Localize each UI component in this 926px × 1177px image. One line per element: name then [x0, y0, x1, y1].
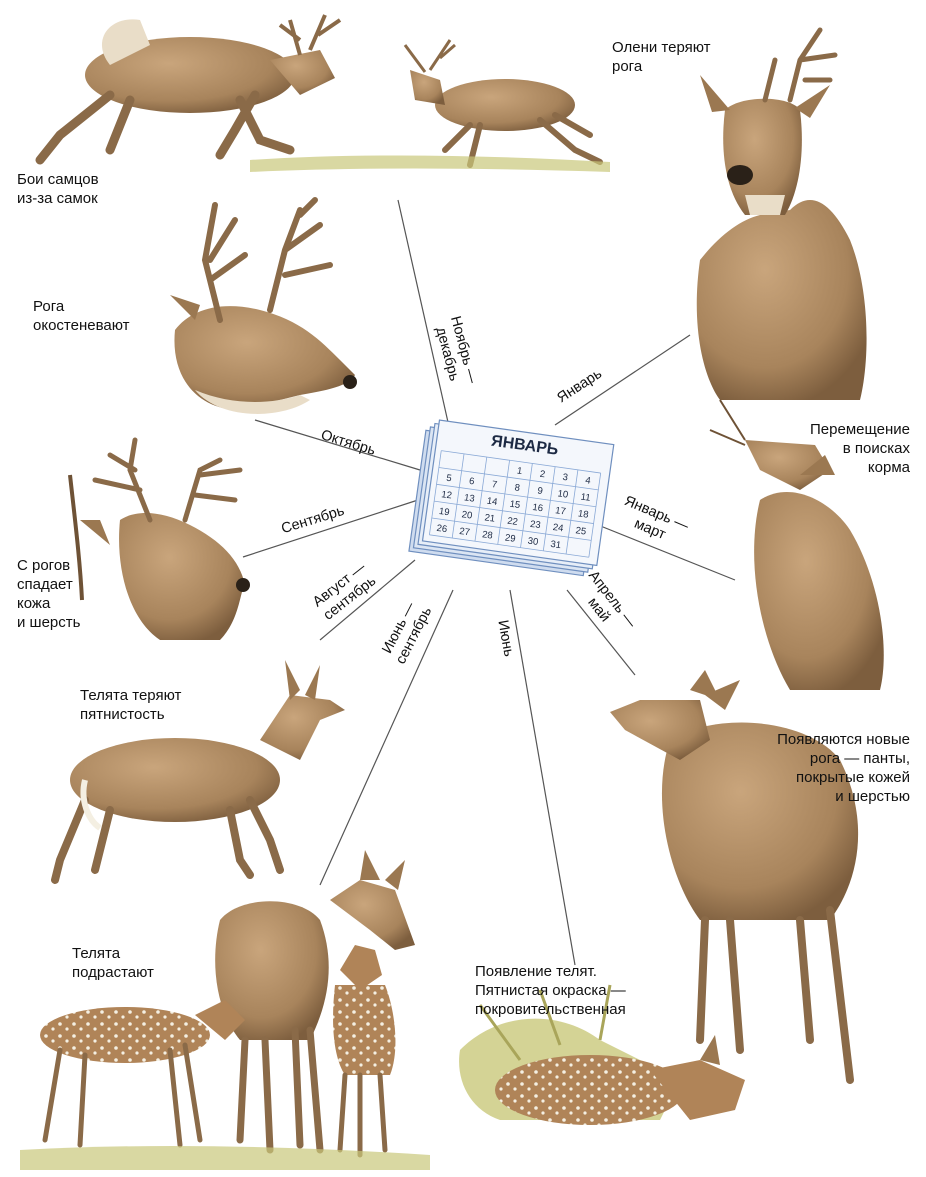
connector-jun [510, 590, 575, 965]
connector-lines [243, 200, 735, 965]
buck-head-illustration [170, 200, 357, 414]
caption-calves-grow: Телята подрастают [72, 944, 154, 982]
calendar-day-number: 13 [463, 492, 475, 504]
calendar-day-number: 26 [436, 523, 448, 535]
caption-skin-shed: С рогов спадает кожа и шерсть [17, 556, 80, 632]
calendar-day-number: 25 [575, 525, 587, 537]
doe-and-fawns-illustration [20, 850, 430, 1170]
calendar-day-number: 11 [580, 492, 591, 504]
caption-antlers-ossify: Рога окостеневают [33, 297, 130, 335]
calendar-day-number: 14 [486, 496, 498, 508]
calendar-day-number: 17 [554, 505, 566, 517]
calendar-day-number: 19 [438, 506, 450, 518]
calendar-day-number: 15 [509, 499, 521, 511]
caption-antlers-drop: Олени теряют рога [612, 38, 711, 76]
calendar-day-number: 18 [577, 508, 589, 520]
caption-calves-lose-spots: Телята теряют пятнистость [80, 686, 181, 724]
calendar-day-number: 21 [484, 512, 496, 524]
calendar-day-number: 12 [441, 489, 453, 501]
calendar-day-number: 16 [532, 502, 544, 514]
calendar-illustration: ЯНВАРЬ 123456789101112131415161718192021… [409, 418, 614, 577]
velvet-shedding-buck-illustration [70, 440, 250, 640]
caption-migration: Перемещение в поисках корма [760, 420, 910, 477]
calendar-day-number: 29 [504, 532, 516, 544]
calendar-day-number: 24 [552, 522, 564, 534]
calendar-day-number: 28 [481, 529, 493, 541]
calendar-day-number: 30 [527, 536, 539, 548]
calendar-day-number: 22 [507, 516, 519, 528]
calendar-day-number: 10 [557, 488, 569, 500]
caption-fights: Бои самцов из-за самок [17, 170, 99, 208]
standing-buck-illustration [697, 30, 867, 400]
running-buck-illustration [40, 15, 340, 160]
calendar-day-number: 31 [550, 539, 562, 551]
caption-calves-born: Появление телят. Пятнистая окраска — пок… [475, 962, 626, 1019]
calendar-day-number: 27 [459, 526, 471, 538]
calendar-day-number: 20 [461, 509, 473, 521]
calendar-day-number: 23 [529, 519, 541, 531]
caption-new-antlers: Появляются новые рога — панты, покрытые … [700, 730, 910, 806]
